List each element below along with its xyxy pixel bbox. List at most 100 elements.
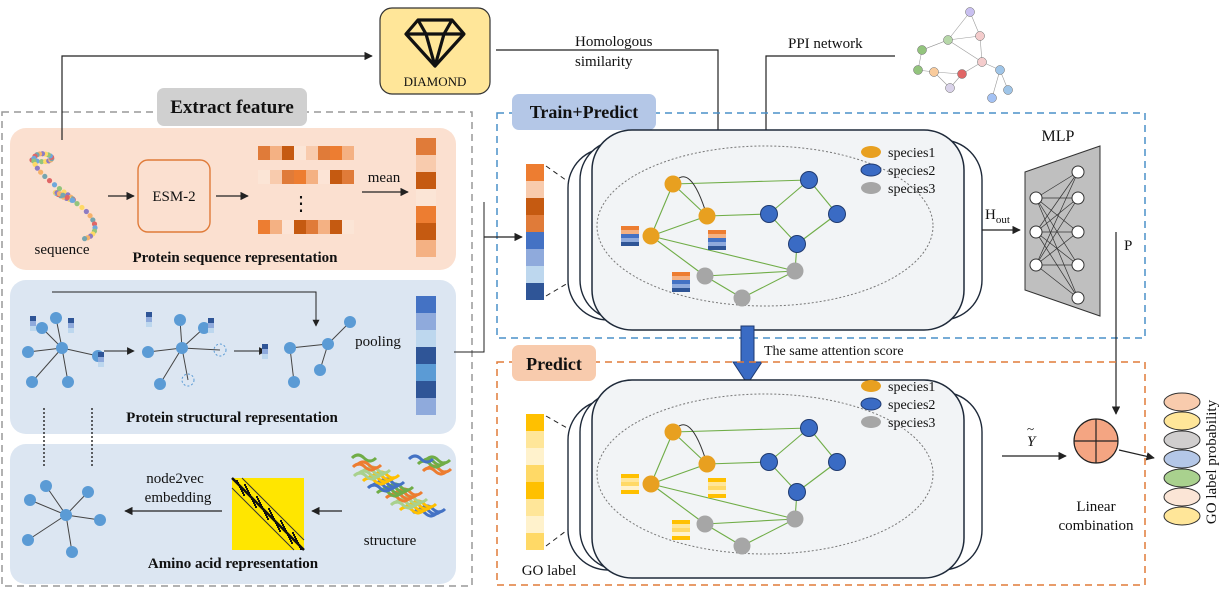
structure-node (288, 376, 300, 388)
ppi-node (917, 45, 927, 55)
diamond-icon (404, 18, 466, 68)
node-feature-stack (621, 226, 639, 230)
combined-vector-cell (526, 266, 544, 283)
graph-node (733, 537, 751, 555)
structure-vector-cell (416, 381, 436, 398)
predict-title-box (512, 345, 596, 381)
structure-node (142, 346, 154, 358)
sequence-vector-cell (416, 189, 436, 206)
amino-node (82, 486, 94, 498)
train-title-box (512, 94, 656, 130)
ppi-node (977, 57, 987, 67)
predict-legend: species1 species2 species3 (860, 380, 935, 431)
node-feature-stack (708, 242, 726, 246)
embedding-cell (306, 220, 318, 234)
sequence-bead (83, 208, 89, 215)
sequence-bead (60, 192, 66, 198)
structure-node (176, 342, 188, 354)
amino-node (94, 514, 106, 526)
embedding-cell (318, 170, 330, 184)
ppi-node (943, 35, 953, 45)
sequence-bead (32, 161, 38, 168)
node-feature-stack (708, 478, 726, 482)
embedding-cell (270, 170, 282, 184)
linear-combination-node (1073, 418, 1119, 464)
sequence-vector-cell (416, 155, 436, 172)
structure-vector-cell (416, 313, 436, 330)
vertical-dots: ⋮ (291, 193, 311, 215)
structure-node (181, 373, 195, 387)
probability-disc (1163, 449, 1201, 469)
sequence-panel (10, 128, 456, 270)
structure-node (56, 342, 68, 354)
go-label-text: GO label (522, 563, 577, 579)
embedding-cell (306, 170, 318, 184)
mlp-neuron (1029, 225, 1043, 239)
go-probability-stack (1163, 392, 1201, 526)
mean-label: mean (368, 170, 401, 186)
embedding-cell (294, 220, 306, 234)
go-vector-cell (526, 499, 544, 516)
graph-node (698, 207, 716, 225)
mlp-network (1029, 165, 1085, 305)
probability-disc (1163, 468, 1201, 488)
graph-node (760, 205, 778, 223)
ppi-label: PPI network (788, 36, 863, 52)
graph-node (828, 205, 846, 223)
ppi-node (975, 31, 985, 41)
structure-node (26, 376, 38, 388)
mlp-neuron (1071, 225, 1085, 239)
node-feature-stack (672, 284, 690, 288)
y-hat-label: Y (1027, 434, 1037, 450)
node-feature-stack (708, 238, 726, 242)
mlp-block (1024, 145, 1101, 317)
combined-vector-cell (526, 249, 544, 266)
graph-node (800, 419, 818, 437)
structure-node (213, 343, 227, 357)
h-out-label: Hout (985, 207, 1010, 226)
node-feature-stack (672, 280, 690, 284)
graph-node (828, 453, 846, 471)
structure-node (344, 316, 356, 328)
amino-node (60, 509, 72, 521)
linear-label-1: Linear (1076, 499, 1115, 515)
sequence-bead (87, 213, 93, 219)
embedding-cell (270, 146, 282, 160)
homologous-label-1: Homologous (575, 34, 653, 50)
go-vector-cell (526, 448, 544, 465)
go-vector-cell (526, 533, 544, 550)
go-vector-cell (526, 414, 544, 431)
embedding-cell (330, 220, 342, 234)
embedding-cell (318, 220, 330, 234)
embedding-cell (330, 146, 342, 160)
node2vec-label-2: embedding (145, 490, 212, 506)
predict-legend-species2: species2 (888, 398, 935, 413)
train-legend-species1: species1 (888, 146, 935, 161)
embedding-cell (282, 220, 294, 234)
mlp-title: MLP (1042, 128, 1075, 145)
mlp-neuron (1029, 258, 1043, 272)
node-feature-stack (672, 288, 690, 292)
probability-disc (1163, 506, 1201, 526)
amino-node (24, 494, 36, 506)
embedding-cell (282, 146, 294, 160)
ppi-node (965, 7, 975, 17)
sequence-bead (34, 165, 40, 171)
esm2-label: ESM-2 (152, 189, 195, 205)
linear-label-2: combination (1059, 518, 1134, 534)
graph-node (696, 267, 714, 285)
extract-title-box (157, 88, 307, 126)
ppi-node (957, 69, 967, 79)
node-feature-stack (708, 494, 726, 498)
mlp-neuron (1071, 165, 1085, 179)
sequence-bead (56, 185, 63, 192)
train-legend-species2: species2 (888, 164, 935, 179)
graph-node (800, 171, 818, 189)
embedding-matrix (258, 146, 354, 234)
node-feature-stack (621, 490, 639, 494)
node-feature-stack (621, 478, 639, 482)
combined-vector-cell (526, 181, 544, 198)
sequence-bead (38, 169, 44, 175)
contact-map (231, 477, 305, 551)
